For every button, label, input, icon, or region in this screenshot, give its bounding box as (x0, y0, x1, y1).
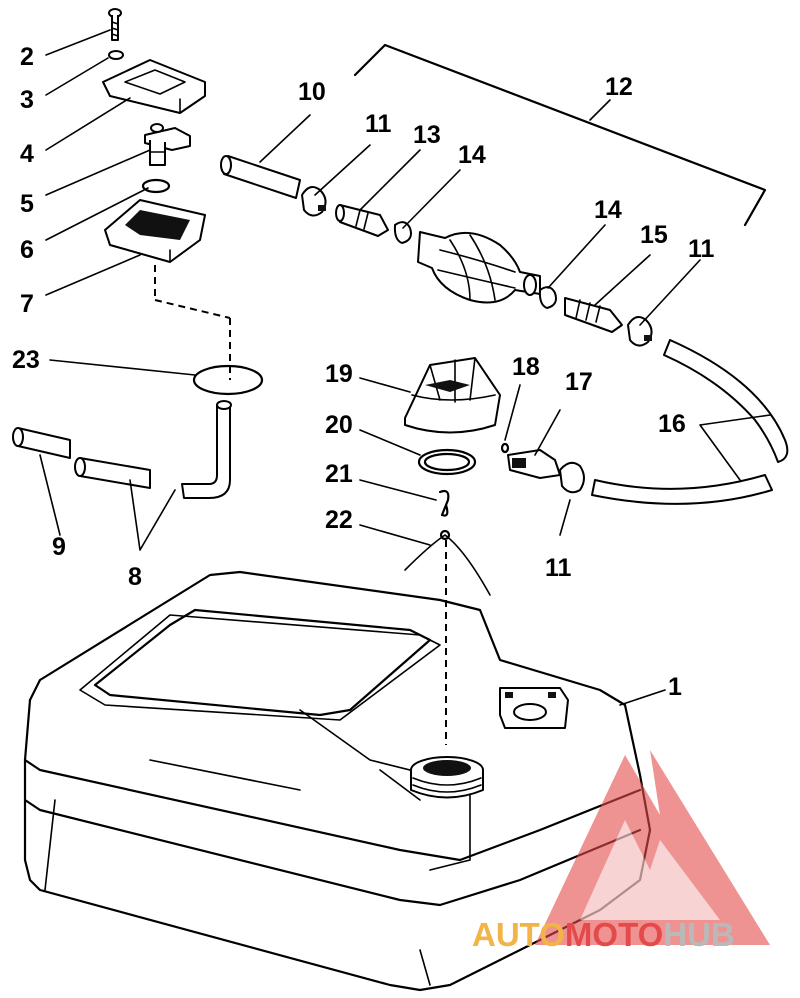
callout-3: 3 (20, 86, 34, 114)
callout-14a: 14 (458, 141, 486, 169)
screw (108, 8, 122, 41)
callout-11a: 11 (365, 110, 392, 138)
tether-22 (404, 529, 491, 596)
clip-14b (538, 286, 557, 309)
callout-1: 1 (668, 673, 682, 701)
clip-14a (393, 221, 412, 244)
hose-short (12, 427, 71, 459)
callout-7: 7 (20, 290, 34, 318)
clamp (301, 185, 327, 217)
callout-17: 17 (565, 368, 593, 396)
callout-12: 12 (605, 73, 633, 101)
retainer-clip-21 (438, 489, 450, 517)
washer (108, 50, 124, 60)
callout-14b: 14 (594, 196, 622, 224)
connector-15 (564, 297, 623, 333)
callout-8: 8 (128, 563, 142, 591)
clamp-right (627, 315, 653, 347)
callout-5: 5 (20, 190, 34, 218)
gauge-assembly (104, 199, 206, 263)
callout-11c: 11 (545, 554, 572, 582)
o-ring-large (192, 364, 264, 396)
callout-4: 4 (20, 140, 34, 168)
clamp-lower (559, 461, 585, 494)
watermark-auto: AUTO (472, 916, 565, 953)
callout-9: 9 (52, 533, 66, 561)
fuel-fitting (144, 123, 191, 166)
callout-23: 23 (12, 346, 40, 374)
fuel-tank (23, 570, 652, 992)
callout-22: 22 (325, 506, 353, 534)
watermark-moto: MOTO (565, 916, 663, 953)
hose-10 (220, 155, 301, 199)
callout-6: 6 (20, 236, 34, 264)
callout-10: 10 (298, 78, 326, 106)
cap-gasket (417, 448, 477, 476)
callout-16: 16 (658, 410, 686, 438)
pickup-tube (74, 400, 232, 499)
callout-19: 19 (325, 360, 353, 388)
watermark-logo (535, 750, 770, 945)
vent-fitting-17 (507, 449, 561, 479)
callout-21: 21 (325, 460, 353, 488)
filler-cap (404, 357, 501, 434)
watermark-text: AUTOMOTOHUB (472, 916, 735, 953)
callout-18: 18 (512, 353, 540, 381)
leader-lines (39, 29, 771, 706)
callout-2: 2 (20, 43, 34, 71)
bracket-12 (353, 43, 767, 227)
callout-20: 20 (325, 411, 353, 439)
callout-15: 15 (640, 221, 668, 249)
callout-labels: 1 2 3 4 5 6 7 8 9 10 11 11 11 12 13 14 1… (12, 43, 715, 701)
connector-13 (335, 204, 389, 237)
o-ring-small (141, 178, 171, 194)
callout-11b: 11 (688, 235, 715, 263)
callout-13: 13 (413, 121, 441, 149)
primer-bulb (417, 231, 541, 304)
hose-16 (591, 339, 789, 505)
small-o-ring-18 (500, 442, 510, 454)
watermark-hub: HUB (663, 916, 735, 953)
